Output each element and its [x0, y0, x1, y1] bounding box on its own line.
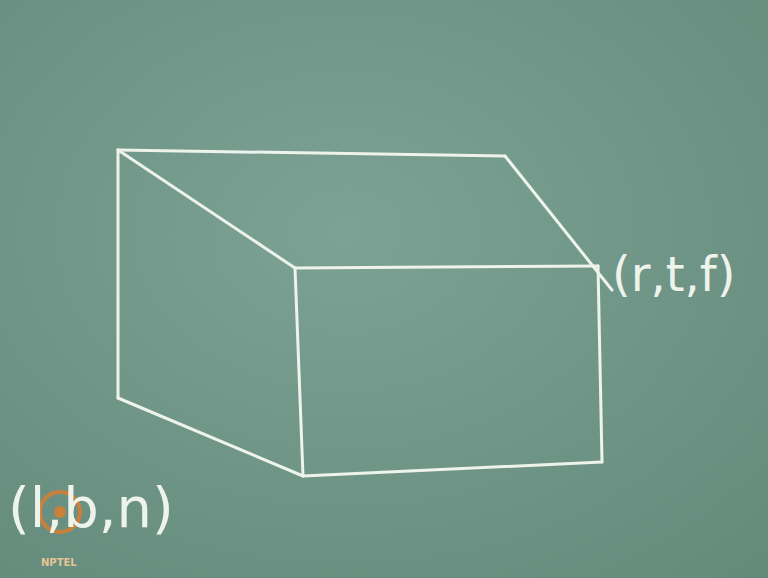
corner-coordinate: (l,b,n): [8, 480, 174, 536]
top-left-edge: [118, 150, 295, 268]
frustum-box: [118, 150, 612, 476]
back-left-edge: [117, 150, 120, 398]
front-top-edge: [295, 266, 598, 268]
corner-coordinate: (r,t,f): [612, 250, 735, 298]
front-left-edge: [295, 268, 303, 476]
bottom-left-edge: [118, 398, 303, 476]
front-bottom-edge: [303, 462, 602, 476]
watermark: NPTEL: [41, 558, 77, 568]
top-back-edge: [118, 150, 505, 156]
top-right-edge: [505, 156, 612, 290]
front-right-edge: [598, 266, 602, 462]
